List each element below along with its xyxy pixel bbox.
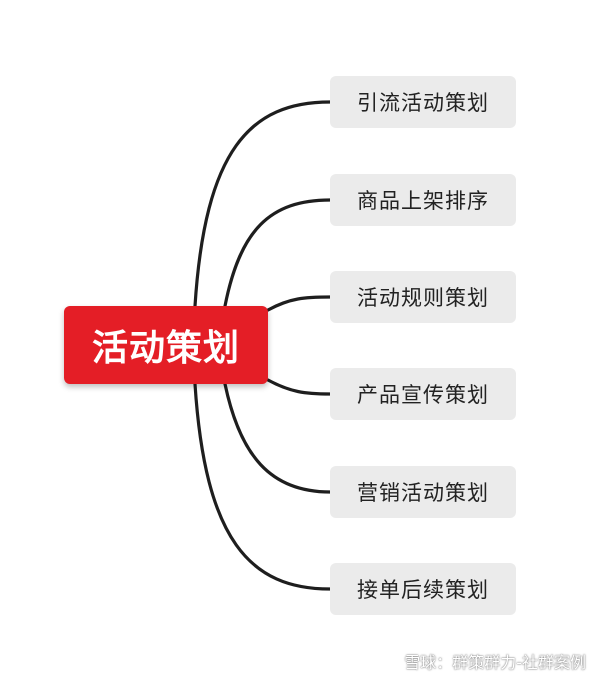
branch-node-5: 营销活动策划 [330, 466, 516, 518]
branch-node-label: 商品上架排序 [357, 189, 489, 213]
watermark-text: 雪球：群策群力-社群案例 [404, 653, 586, 672]
branch-node-label: 营销活动策划 [357, 481, 489, 505]
branch-node-6: 接单后续策划 [330, 563, 516, 615]
watermark: 雪球：群策群力-社群案例 [380, 649, 586, 673]
connector-1 [193, 100, 332, 308]
root-node: 活动策划 [64, 306, 268, 384]
branch-node-label: 产品宣传策划 [357, 383, 489, 407]
branch-node-2: 商品上架排序 [330, 174, 516, 226]
branch-node-3: 活动规则策划 [330, 271, 516, 323]
connector-6 [193, 382, 332, 591]
branch-node-1: 引流活动策划 [330, 76, 516, 128]
connector-4 [266, 378, 332, 396]
branch-node-label: 引流活动策划 [357, 91, 489, 115]
connector-3 [266, 295, 332, 312]
branch-node-label: 活动规则策划 [357, 286, 489, 310]
connector-5 [223, 382, 332, 494]
branch-node-label: 接单后续策划 [357, 578, 489, 602]
connector-2 [223, 198, 332, 308]
branch-node-4: 产品宣传策划 [330, 368, 516, 420]
snowball-logo-icon [380, 652, 398, 670]
root-node-label: 活动策划 [91, 328, 240, 369]
